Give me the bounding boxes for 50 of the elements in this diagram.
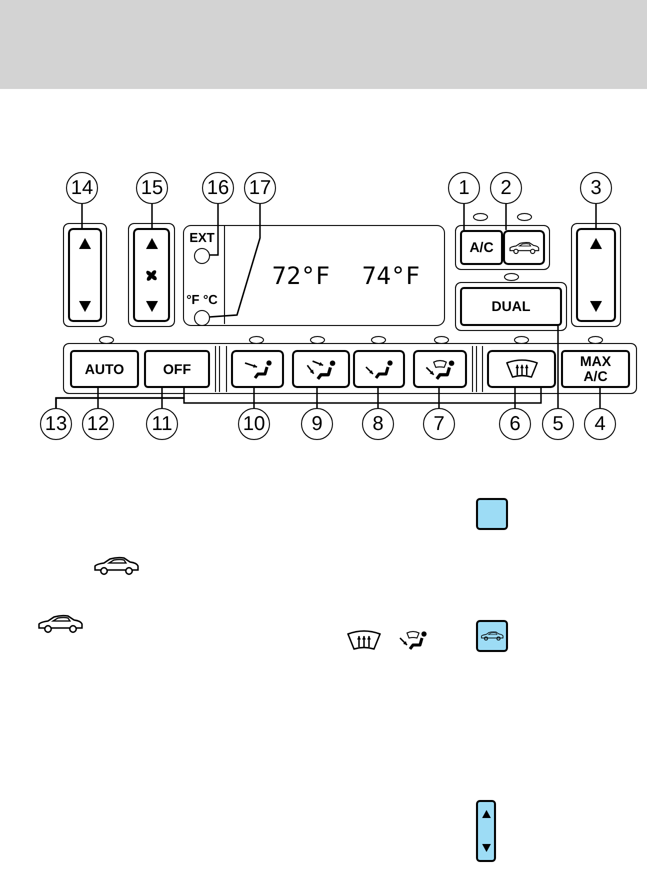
callout-number: 14 xyxy=(66,172,98,204)
leader-line xyxy=(316,388,318,408)
control-button: OFF xyxy=(144,350,210,388)
callout-number: 16 xyxy=(202,172,234,204)
control-button xyxy=(487,350,556,388)
callout-number: 17 xyxy=(244,172,276,204)
leader-line xyxy=(463,204,465,230)
leader-line xyxy=(557,326,559,408)
control-button: AUTO xyxy=(70,350,139,388)
callout-number: 8 xyxy=(362,408,394,440)
temperature-readout: 72°F xyxy=(272,262,330,290)
temperature-readout: 74°F xyxy=(362,262,420,290)
callout-number: 4 xyxy=(584,408,616,440)
leader-line xyxy=(377,388,379,408)
callout-number: 7 xyxy=(423,408,455,440)
control-button: DUAL xyxy=(460,287,562,326)
leader-line xyxy=(595,204,597,228)
display-screen xyxy=(183,225,445,326)
callout-number: 12 xyxy=(82,408,114,440)
leader-line xyxy=(599,388,601,408)
control-button xyxy=(353,350,405,388)
control-button xyxy=(231,350,284,388)
leader-line xyxy=(208,204,261,318)
control-button xyxy=(503,230,545,265)
leader-line xyxy=(161,388,163,408)
callout-number: 9 xyxy=(301,408,333,440)
leader-line xyxy=(55,388,542,408)
leader-line xyxy=(514,388,516,408)
button-label: EXT xyxy=(188,230,216,246)
leader-line xyxy=(151,204,153,228)
callout-number: 10 xyxy=(238,408,270,440)
callout-number: 11 xyxy=(146,408,178,440)
callout-number: 3 xyxy=(580,172,612,204)
control-button: MAX A/C xyxy=(561,350,630,388)
control-button xyxy=(292,350,350,388)
leader-line xyxy=(438,388,440,408)
callout-number: 13 xyxy=(40,408,72,440)
callout-number: 5 xyxy=(542,408,574,440)
leader-line xyxy=(209,204,219,256)
button-label: °F °C xyxy=(185,292,219,308)
callout-number: 6 xyxy=(499,408,531,440)
leader-line xyxy=(505,204,507,230)
callout-number: 1 xyxy=(448,172,480,204)
callout-number: 15 xyxy=(136,172,168,204)
leader-line xyxy=(97,388,99,408)
control-button: A/C xyxy=(460,230,503,265)
leader-line xyxy=(253,388,255,408)
control-button xyxy=(413,350,467,388)
callout-number: 2 xyxy=(490,172,522,204)
leader-line xyxy=(81,204,83,228)
